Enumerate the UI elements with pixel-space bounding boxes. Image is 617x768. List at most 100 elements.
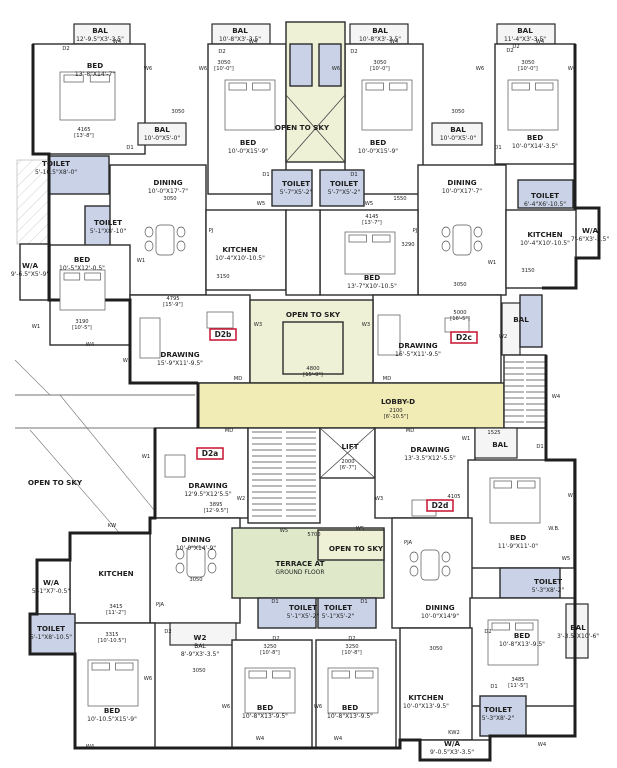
chair bbox=[441, 551, 451, 563]
opening-mark: D2 bbox=[506, 48, 513, 54]
toilet-center-1 bbox=[271, 169, 313, 207]
opening-mark: KW bbox=[108, 523, 116, 529]
dimension-text: 3150 bbox=[521, 268, 534, 274]
lobby-d bbox=[197, 382, 505, 429]
dimension-text: 3315 bbox=[105, 632, 118, 638]
balcony-bottom-left bbox=[169, 622, 237, 646]
unit-tag-text: D2c bbox=[456, 333, 472, 342]
room-label-otsky-top: OPEN TO SKY bbox=[275, 123, 330, 132]
opening-mark: D1 bbox=[360, 599, 367, 605]
dimension-text: [10'-8"] bbox=[260, 650, 280, 656]
unit-tag-text: D2d bbox=[432, 501, 449, 510]
chair bbox=[176, 226, 186, 238]
dimension-text: [10'-0"] bbox=[370, 66, 390, 72]
opening-mark: W3 bbox=[375, 496, 383, 502]
dimension-text: 1525 bbox=[487, 430, 500, 436]
opening-mark: W1 bbox=[137, 258, 145, 264]
opening-mark: W3 bbox=[254, 322, 262, 328]
toilet-bottom-center-2 bbox=[317, 597, 377, 629]
dimension-labels: 3050[10'-0"]3050[10'-0"]3050[10'-0"]3050… bbox=[72, 60, 538, 689]
unit-tag-text: D2b bbox=[215, 330, 232, 339]
balcony-mid-right bbox=[431, 122, 483, 146]
room-label-otsky-mid: OPEN TO SKY bbox=[286, 310, 341, 319]
pillow bbox=[84, 272, 101, 281]
opening-mark: W4 bbox=[249, 39, 258, 45]
opening-mark: W5 bbox=[365, 201, 373, 207]
toilet-bottom-center-1 bbox=[257, 597, 317, 629]
opening-mark: W2 bbox=[237, 496, 245, 502]
open-to-sky-mid-inner bbox=[282, 321, 344, 375]
balcony-right-vertical bbox=[501, 302, 521, 356]
pillow bbox=[252, 82, 271, 91]
opening-mark: W6 bbox=[568, 66, 576, 72]
opening-mark: D2 bbox=[348, 636, 355, 642]
chair bbox=[441, 240, 451, 252]
opening-mark: PJ bbox=[209, 228, 214, 234]
room-label-open-to-sky-left: OPEN TO SKY bbox=[28, 478, 83, 487]
structural-walls bbox=[28, 44, 601, 762]
dimension-text: [13'-8"] bbox=[74, 133, 94, 139]
opening-mark: MD bbox=[225, 428, 233, 434]
dimension-text: 4105 bbox=[447, 494, 460, 500]
dimension-text: [10'-0"] bbox=[214, 66, 234, 72]
opening-mark: W4 bbox=[334, 736, 343, 742]
chair bbox=[175, 562, 185, 574]
pillow bbox=[515, 622, 534, 631]
opening-mark: W5 bbox=[257, 201, 265, 207]
toilet-right bbox=[517, 179, 574, 209]
pillow bbox=[91, 662, 110, 671]
opening-mark: D2 bbox=[512, 44, 519, 50]
opening-mark: W5 bbox=[356, 526, 364, 532]
dimension-text: 3415 bbox=[109, 604, 122, 610]
opening-mark: D1 bbox=[262, 172, 269, 178]
toilet-center-2 bbox=[319, 169, 365, 207]
furniture bbox=[59, 71, 559, 714]
opening-mark: MD bbox=[406, 428, 414, 434]
pillow bbox=[491, 622, 510, 631]
opening-mark: MD bbox=[383, 376, 391, 382]
opening-mark: W6 bbox=[144, 676, 152, 682]
unit-tag-box bbox=[196, 447, 224, 460]
dining-table bbox=[186, 546, 206, 578]
kitchen-top-right bbox=[505, 209, 577, 289]
unit-tag-d2a: D2a bbox=[196, 447, 224, 460]
room-label-lobby: LOBBY-D bbox=[381, 397, 415, 406]
sofa bbox=[377, 314, 401, 356]
dimension-text: 3050 bbox=[171, 109, 184, 115]
pillow bbox=[389, 82, 408, 91]
dimension-text: [10'-10.5"] bbox=[98, 638, 126, 644]
opening-mark: PJA bbox=[404, 540, 413, 546]
pillow bbox=[535, 82, 554, 91]
pillow bbox=[272, 670, 291, 679]
chair bbox=[473, 240, 483, 252]
dimension-text: [10'-8"] bbox=[342, 650, 362, 656]
dimension-text: 3050 bbox=[453, 282, 466, 288]
toilet-shaft-a bbox=[289, 43, 313, 87]
dimension-text: 3895 bbox=[209, 502, 222, 508]
chair bbox=[441, 226, 451, 238]
unit-tag-text: D2a bbox=[202, 449, 219, 458]
sofa bbox=[164, 454, 186, 478]
dimension-text: 3050 bbox=[429, 646, 442, 652]
dining-table bbox=[452, 224, 472, 256]
